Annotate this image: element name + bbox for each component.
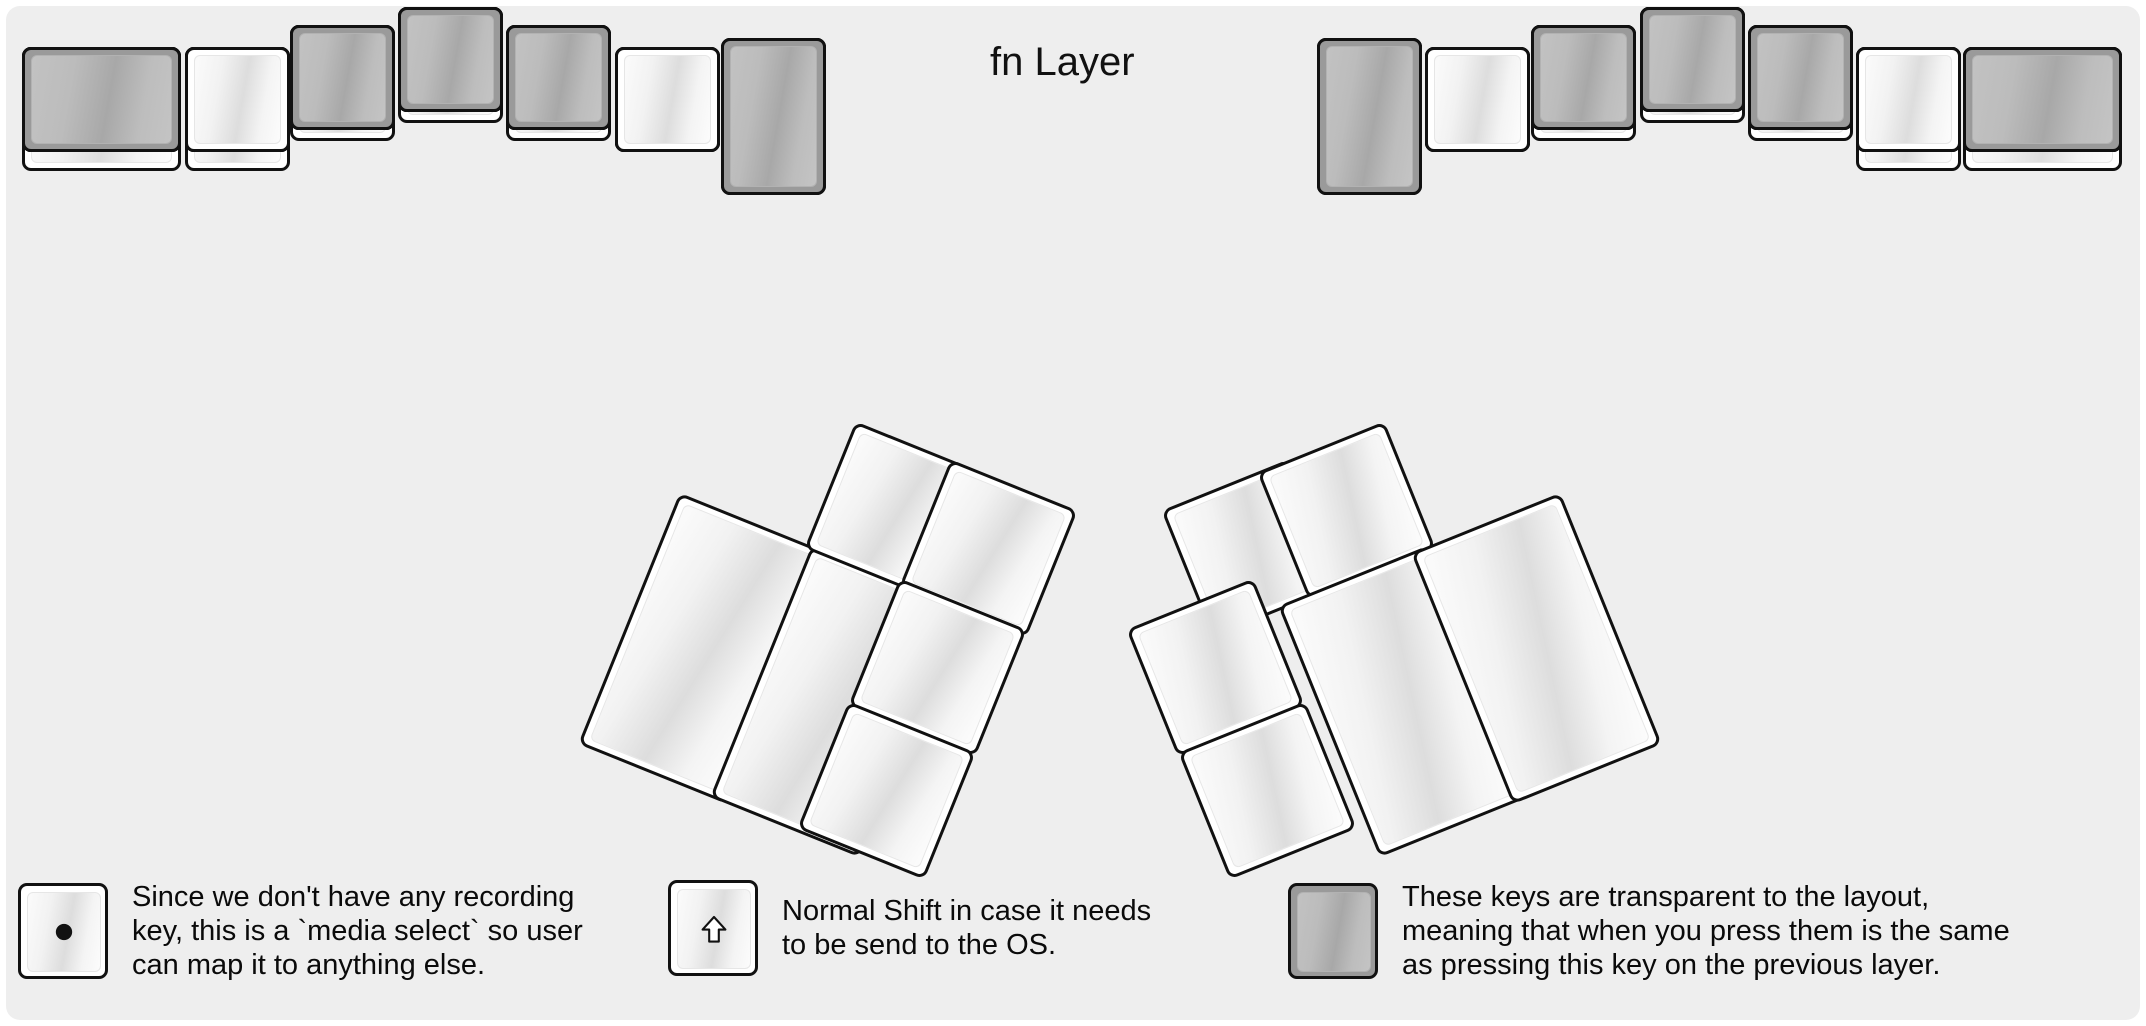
key-col-innermost-row3-transparent[interactable] bbox=[721, 38, 826, 195]
keycap-face bbox=[1297, 892, 1371, 973]
key-col-pinky-outer-row5-transparent[interactable] bbox=[1963, 47, 2122, 152]
page-title: fn Layer bbox=[990, 40, 1135, 84]
legend-item-3: These keys are transparent to the layout… bbox=[1288, 880, 2010, 983]
keycap-face bbox=[27, 892, 101, 973]
key-col-pinky-outer-row5-transparent[interactable] bbox=[22, 47, 181, 152]
key-col-ring-row5-transparent[interactable] bbox=[290, 25, 395, 130]
legend-item-2: Normal Shift in case it needs to be send… bbox=[668, 880, 1151, 976]
legend-text-3: These keys are transparent to the layout… bbox=[1402, 881, 2010, 982]
key-col-index-row5-transparent[interactable] bbox=[506, 25, 611, 130]
keycap-face bbox=[1434, 55, 1521, 144]
keycap-face bbox=[299, 33, 386, 122]
legend-text-2: Normal Shift in case it needs to be send… bbox=[782, 894, 1152, 961]
keycap-face bbox=[730, 46, 817, 187]
shift-icon bbox=[699, 912, 729, 946]
keycap-face bbox=[31, 55, 172, 144]
legend-key-sample-1[interactable] bbox=[18, 883, 108, 980]
legend: Since we don't have any recording key, t… bbox=[0, 880, 2146, 1026]
keycap-face bbox=[1865, 55, 1952, 144]
record-icon bbox=[47, 915, 81, 949]
keycap-face bbox=[407, 15, 494, 104]
keycap-face bbox=[515, 33, 602, 122]
key-col-inner-row4[interactable] bbox=[615, 47, 720, 152]
legend-item-1: Since we don't have any recording key, t… bbox=[18, 880, 583, 983]
key-col-middle-row5-transparent[interactable] bbox=[1640, 7, 1745, 112]
keycap-face bbox=[677, 889, 751, 969]
key-col-pinky-row5[interactable] bbox=[1856, 47, 1961, 152]
key-col-ring-row5-transparent[interactable] bbox=[1748, 25, 1853, 130]
key-col-pinky-row5[interactable] bbox=[185, 47, 290, 152]
legend-text-1: Since we don't have any recording key, t… bbox=[132, 881, 583, 982]
keycap-face bbox=[1972, 55, 2113, 144]
keycap-face bbox=[1540, 33, 1627, 122]
key-col-innermost-row3-transparent[interactable] bbox=[1317, 38, 1422, 195]
keycap-face bbox=[1757, 33, 1844, 122]
keycap-face bbox=[194, 55, 281, 144]
key-col-middle-row5-transparent[interactable] bbox=[398, 7, 503, 112]
key-col-inner-row4[interactable] bbox=[1425, 47, 1530, 152]
keycap-face bbox=[624, 55, 711, 144]
legend-key-sample-3[interactable] bbox=[1288, 883, 1378, 980]
keycap-face bbox=[1649, 15, 1736, 104]
key-col-index-row5-transparent[interactable] bbox=[1531, 25, 1636, 130]
legend-key-sample-2[interactable] bbox=[668, 880, 758, 976]
keycap-face bbox=[1326, 46, 1413, 187]
